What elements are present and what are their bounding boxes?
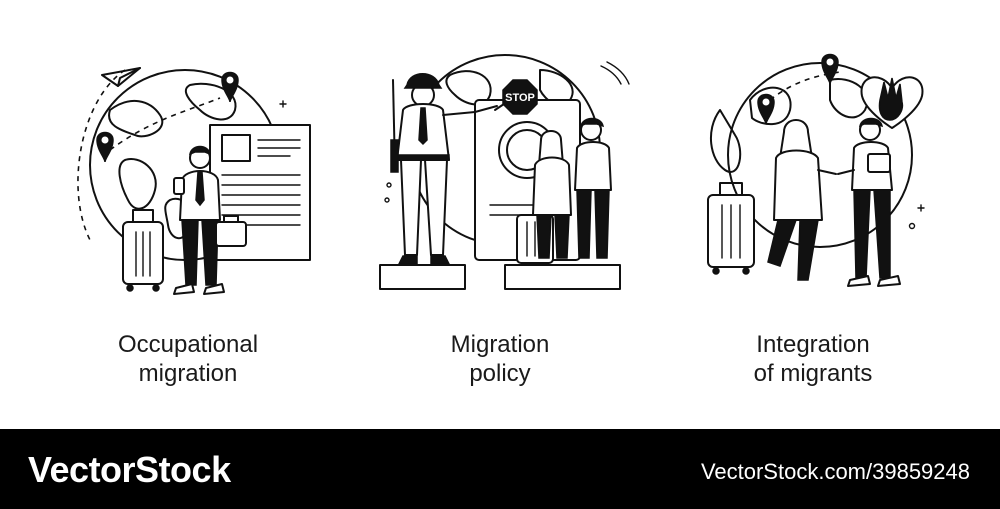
location-pin-icon xyxy=(757,93,775,125)
brand-logo: VectorStock xyxy=(28,449,231,490)
location-pin-icon xyxy=(821,53,839,85)
stop-sign-icon: STOP xyxy=(494,79,538,115)
integration-of-migrants-illustration xyxy=(680,40,980,310)
migration-policy-illustration: STOP xyxy=(355,40,655,310)
migrant-woman-figure xyxy=(767,119,837,281)
caption-line: of migrants xyxy=(753,360,873,387)
migrant-man-figure xyxy=(574,117,612,259)
location-pin-icon xyxy=(96,131,114,163)
stop-sign-label: STOP xyxy=(505,92,535,104)
caption-occupational-migration: Occupational migration xyxy=(38,330,338,388)
location-pin-icon xyxy=(221,71,239,103)
border-guard-figure xyxy=(390,73,498,265)
flight-route xyxy=(77,69,126,241)
caption-line: Migration xyxy=(450,331,550,358)
platform-right xyxy=(504,264,621,290)
platform-left xyxy=(379,264,466,290)
paper-plane-icon xyxy=(101,67,141,87)
occupational-migration-illustration xyxy=(50,40,350,310)
watermark-footer: VectorStock VectorStock.com/39859248 xyxy=(0,429,1000,509)
caption-line: migration xyxy=(138,360,238,387)
migrant-woman-figure xyxy=(532,130,572,259)
caption-line: policy xyxy=(469,360,531,387)
caption-line: Integration xyxy=(756,331,870,358)
document-icon xyxy=(209,124,311,261)
caption-line: Occupational xyxy=(117,331,259,358)
businessman-figure xyxy=(173,145,247,295)
globe-icon xyxy=(709,62,913,248)
suitcase-icon xyxy=(707,182,755,275)
image-reference: VectorStock.com/39859248 xyxy=(700,459,970,484)
caption-migration-policy: Migration policy xyxy=(350,330,650,388)
host-man-figure xyxy=(837,117,901,287)
heart-hand-icon xyxy=(860,76,924,129)
suitcase-icon xyxy=(122,209,164,292)
caption-integration-of-migrants: Integration of migrants xyxy=(663,330,963,388)
